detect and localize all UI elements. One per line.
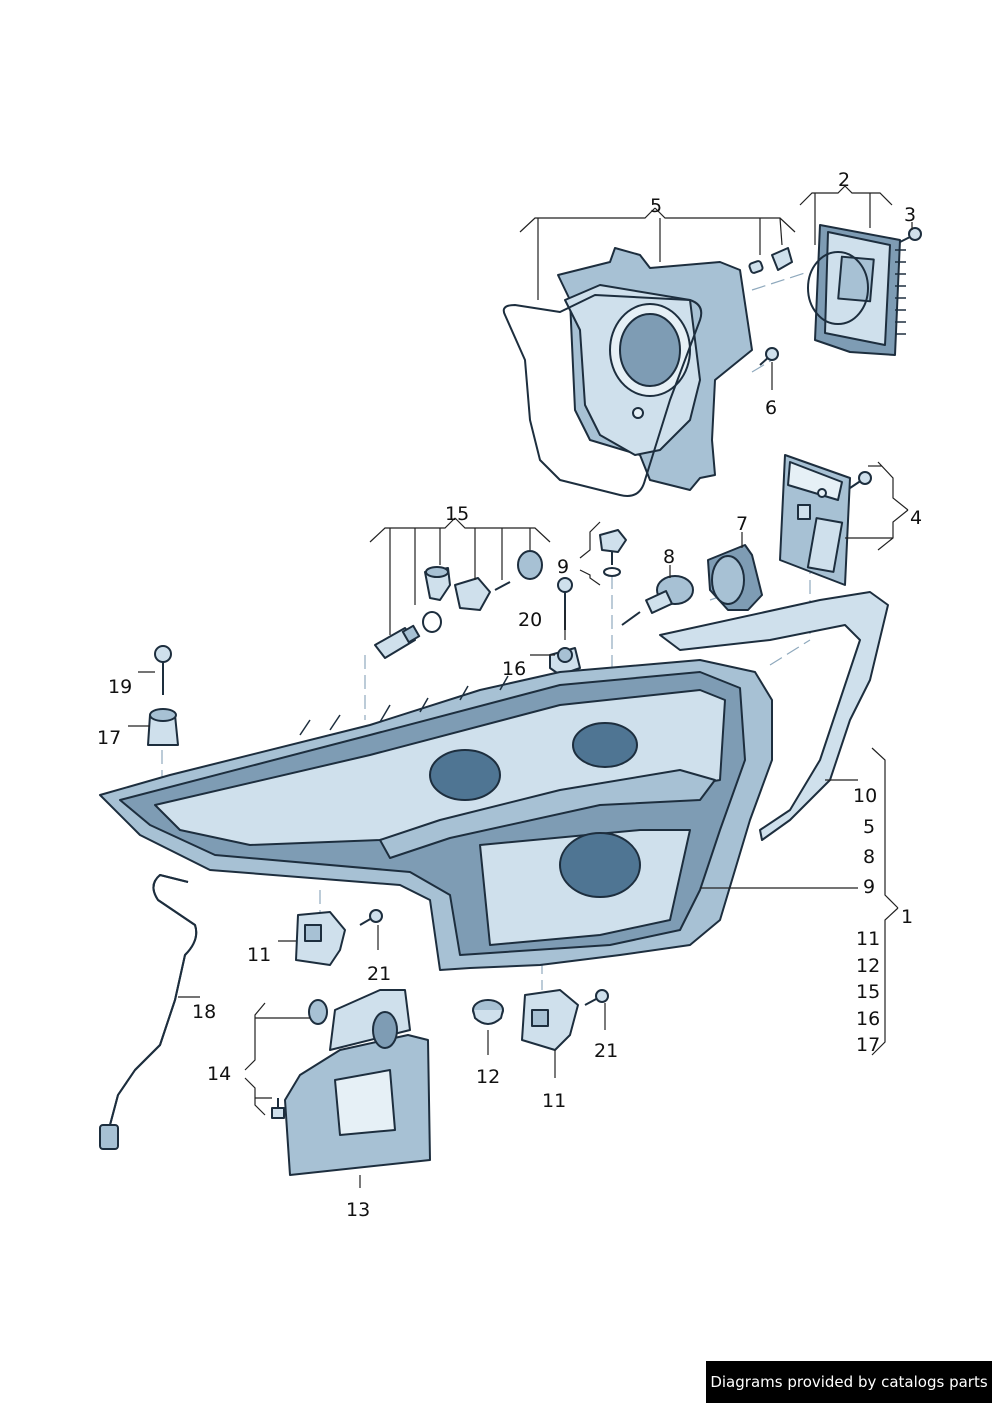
adjuster-15 [454, 577, 491, 611]
cap-12 [472, 999, 504, 1025]
screw-21-right [584, 989, 609, 1006]
callout-21-left: 21 [367, 963, 391, 985]
callout-21-right: 21 [594, 1040, 618, 1062]
group-item: 9 [863, 876, 875, 898]
screw-19 [154, 645, 172, 695]
callout-12: 12 [476, 1066, 500, 1088]
group-list-upper: 5 8 9 [863, 816, 875, 898]
screw-4 [849, 471, 872, 489]
screw-3 [899, 227, 922, 243]
group-item: 15 [856, 981, 880, 1003]
plug-small-2 [771, 247, 793, 271]
callout-20: 20 [518, 609, 542, 631]
group-item: 5 [863, 816, 875, 838]
group-item: 17 [856, 1034, 880, 1056]
housing-vents [299, 675, 509, 736]
bracket-11-left [295, 911, 346, 966]
screw-6 [759, 347, 779, 366]
bulb-holder-15 [424, 566, 451, 601]
bulb-socket [374, 624, 421, 659]
callout-3: 3 [904, 204, 916, 226]
callout-6: 6 [765, 397, 777, 419]
group-item: 11 [856, 928, 880, 950]
trim-strip [659, 591, 889, 841]
group-item: 16 [856, 1008, 880, 1030]
callout-9-top: 9 [557, 556, 569, 578]
group-list-lower: 11 12 15 16 17 [856, 928, 880, 1056]
control-unit [807, 224, 906, 356]
headlight-housing [99, 659, 773, 971]
callout-17: 17 [97, 727, 121, 749]
callout-8: 8 [663, 546, 675, 568]
repair-bracket-13 [284, 989, 431, 1176]
circuit-board [779, 454, 851, 586]
callout-19: 19 [108, 676, 132, 698]
callout-11-left: 11 [247, 944, 271, 966]
screw-14-top [308, 999, 328, 1025]
callout-18: 18 [192, 1001, 216, 1023]
leader-lines [128, 185, 913, 1188]
callout-13: 13 [346, 1199, 370, 1221]
leveling-motor [707, 544, 763, 611]
plug-small-1 [748, 260, 764, 274]
callout-1: 1 [901, 906, 913, 928]
cooling-fins [895, 249, 906, 335]
o-ring-15 [422, 611, 442, 633]
actuator [621, 575, 694, 626]
callout-14: 14 [207, 1063, 231, 1085]
vent-cap-17 [147, 708, 179, 746]
group-item: 8 [863, 846, 875, 868]
credit-banner: Diagrams provided by catalogs parts [706, 1361, 992, 1403]
callout-2: 2 [838, 169, 850, 191]
vent-hose-18 [99, 874, 198, 1150]
callout-5-top: 5 [650, 195, 662, 217]
callout-11-bottom: 11 [542, 1090, 566, 1112]
callout-7: 7 [736, 513, 748, 535]
screw-9 [599, 529, 627, 577]
callout-16: 16 [502, 658, 526, 680]
screw-14-bottom [271, 1098, 285, 1119]
cap-15 [517, 550, 543, 580]
screw-15 [494, 581, 511, 591]
bracket-11-right [521, 989, 579, 1051]
screw-21-left [359, 909, 383, 926]
callout-10: 10 [853, 785, 877, 807]
group-item: 12 [856, 955, 880, 977]
callout-15: 15 [445, 503, 469, 525]
housing-rear-cover [502, 247, 753, 497]
callout-4: 4 [910, 507, 922, 529]
callout-labels: 5 2 3 6 4 7 8 9 15 20 16 19 17 18 11 21 … [97, 169, 922, 1221]
